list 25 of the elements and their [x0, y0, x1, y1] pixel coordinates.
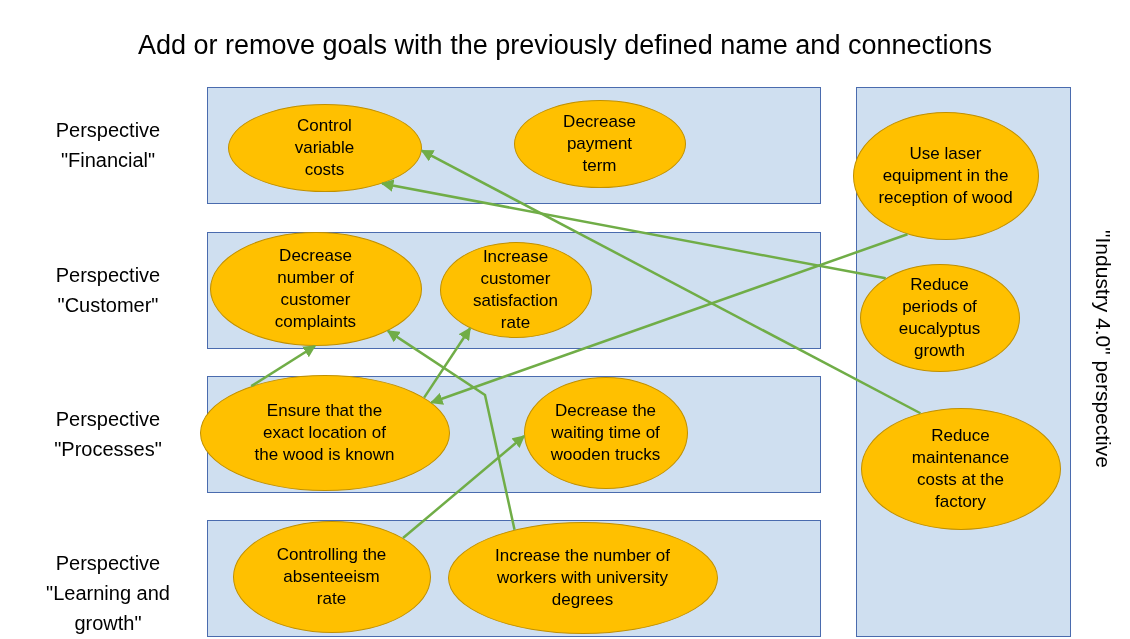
arrow [380, 179, 886, 280]
goal-ellipse [209, 231, 422, 346]
perspective-heading: "Industry 4.0" perspective [1091, 229, 1116, 470]
arrow [430, 233, 908, 405]
goal-text: Increase customer satisfaction rate [471, 245, 559, 334]
goal-text: Ensure that the exact location of the wood is known [253, 399, 396, 466]
perspective-heading: Perspective "Processes" [53, 406, 163, 462]
goal-text: Decrease number of customer complaints [273, 244, 358, 333]
goal-text: Controlling the absenteeism rate [276, 543, 387, 610]
arrow [420, 149, 922, 415]
goal-text: Reduce periods of eucalyptus growth [897, 273, 982, 362]
perspective-heading: Perspective "Learning and growth" [45, 550, 171, 636]
diagram-title: Add or remove goals with the previously defined name and connections [137, 30, 993, 61]
goal-text: Reduce maintenance costs at the factory [910, 424, 1011, 513]
perspective-heading: Perspective "Financial" [54, 117, 162, 173]
arrow [423, 327, 472, 399]
goal-text: Increase the number of workers with university degrees [494, 544, 671, 611]
arrow [250, 344, 317, 388]
goal-text: Use laser equipment in the reception of wood [877, 142, 1014, 209]
goal-text: Decrease the waiting time of wooden trucks [549, 399, 662, 466]
goal-text: Decrease payment term [562, 110, 637, 177]
arrow [402, 435, 526, 539]
goal-text: Control variable costs [293, 114, 356, 181]
arrow [386, 329, 516, 530]
perspective-heading: Perspective "Customer" [54, 262, 162, 318]
